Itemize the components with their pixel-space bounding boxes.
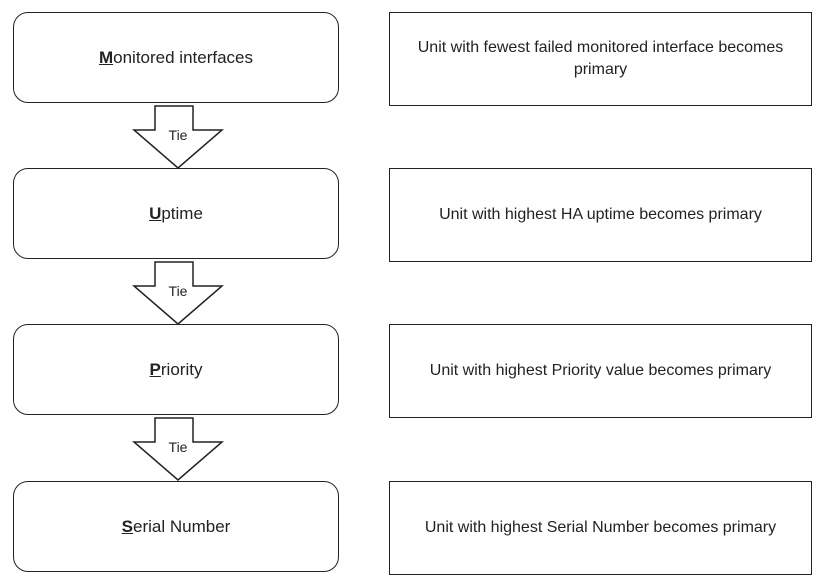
step-initial: M xyxy=(98,47,114,67)
down-arrow-icon xyxy=(132,105,224,169)
description-box-uptime: Unit with highest HA uptime becomes prim… xyxy=(389,168,812,262)
step-label: Uptime xyxy=(149,204,203,224)
description-box-priority: Unit with highest Priority value becomes… xyxy=(389,324,812,418)
tie-arrow: Tie xyxy=(132,261,224,325)
step-initial: U xyxy=(149,203,162,223)
step-label-rest: riority xyxy=(160,359,203,379)
step-box-serial-number: Serial Number xyxy=(13,481,339,572)
step-label-rest: onitored interfaces xyxy=(113,47,254,67)
step-label-rest: erial Number xyxy=(133,516,231,536)
description-text: Unit with highest HA uptime becomes prim… xyxy=(439,206,762,224)
step-label-rest: ptime xyxy=(161,203,203,223)
description-box-monitored-interfaces: Unit with fewest failed monitored interf… xyxy=(389,12,812,106)
tie-arrow: Tie xyxy=(132,417,224,481)
tie-label: Tie xyxy=(168,283,188,299)
description-text: Unit with highest Priority value becomes… xyxy=(429,362,772,380)
tie-label: Tie xyxy=(168,439,188,455)
step-initial: S xyxy=(121,516,134,536)
step-box-priority: Priority xyxy=(13,324,339,415)
step-label: Monitored interfaces xyxy=(99,48,253,68)
description-box-serial-number: Unit with highest Serial Number becomes … xyxy=(389,481,812,575)
step-box-uptime: Uptime xyxy=(13,168,339,259)
step-label: Serial Number xyxy=(122,517,231,537)
down-arrow-icon xyxy=(132,417,224,481)
description-text: Unit with highest Serial Number becomes … xyxy=(424,519,777,537)
description-text: Unit with fewest failed monitored interf… xyxy=(417,39,784,78)
tie-arrow: Tie xyxy=(132,105,224,169)
step-box-monitored-interfaces: Monitored interfaces xyxy=(13,12,339,103)
step-label: Priority xyxy=(150,360,203,380)
tie-label: Tie xyxy=(168,127,188,143)
step-initial: P xyxy=(149,359,161,379)
down-arrow-icon xyxy=(132,261,224,325)
